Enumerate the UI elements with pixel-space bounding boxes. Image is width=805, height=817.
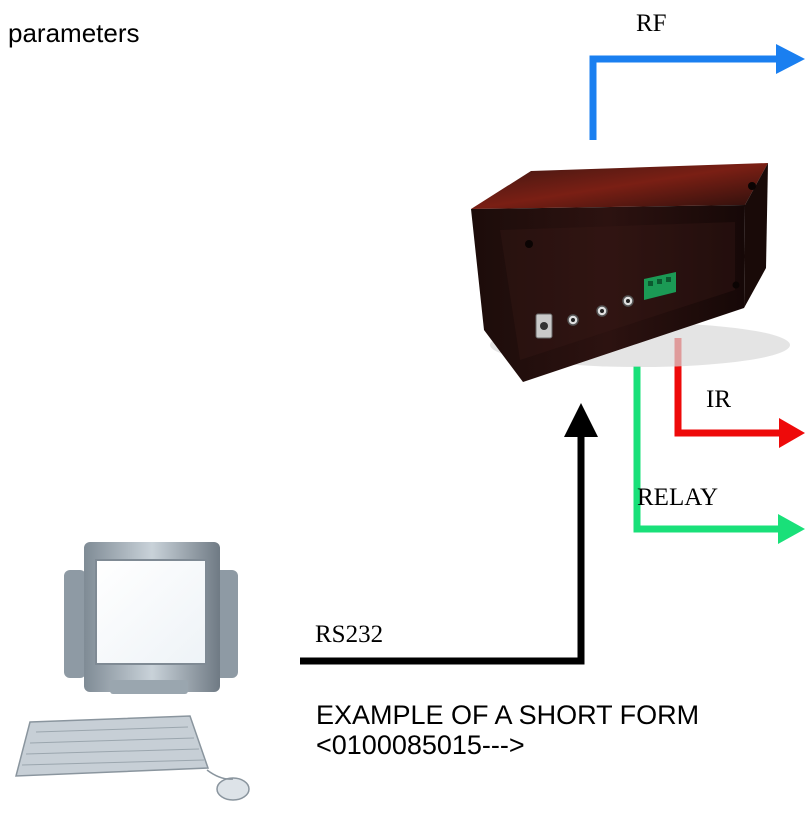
rf-label: RF	[636, 10, 667, 37]
rs232-arrow	[300, 403, 598, 665]
rf-arrow	[589, 44, 805, 140]
intro-text: parameters	[8, 18, 140, 48]
ir-arrow	[674, 338, 805, 448]
example-code: <0100085015--->	[316, 730, 525, 760]
example-block: EXAMPLE OF A SHORT FORM <0100085015--->	[316, 700, 699, 760]
desktop-computer-icon	[15, 542, 250, 801]
relay-label: RELAY	[637, 484, 719, 511]
rs232-label: RS232	[315, 621, 384, 648]
controller-box-icon	[471, 163, 790, 382]
relay-arrow	[633, 366, 805, 544]
example-title: EXAMPLE OF A SHORT FORM	[316, 700, 700, 730]
ir-label: IR	[706, 386, 731, 413]
